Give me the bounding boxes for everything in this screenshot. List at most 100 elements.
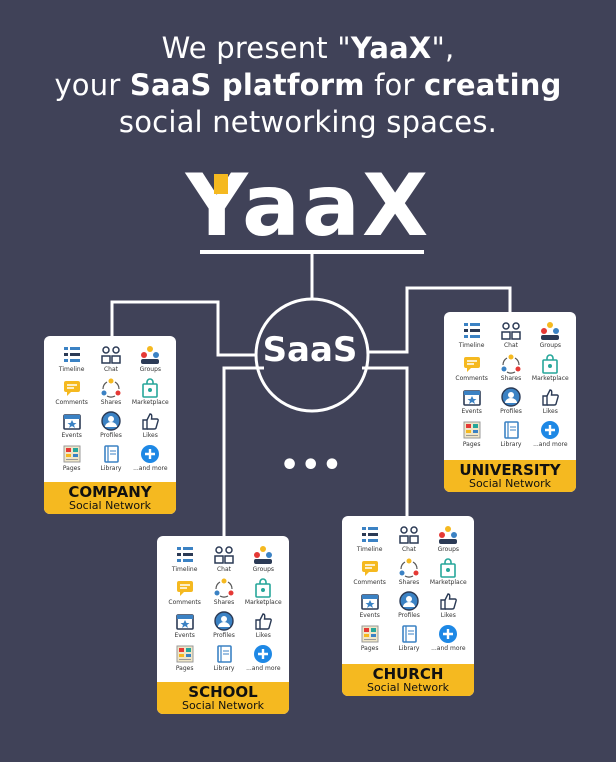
- headline-line-2: your SaaS platform for creating: [54, 68, 562, 102]
- feature-label: Marketplace: [244, 599, 282, 606]
- feature-label: Groups: [252, 566, 275, 573]
- plus-icon: [439, 625, 458, 643]
- feature-groups: Groups: [429, 524, 468, 554]
- feature-plus: ...and more: [131, 443, 170, 473]
- library-icon: [104, 445, 119, 463]
- marketplace-icon: [142, 378, 159, 398]
- profiles-icon: [501, 387, 521, 407]
- events-icon: [462, 390, 481, 406]
- feature-label: Timeline: [171, 566, 198, 573]
- logo-accent-mark: [214, 174, 228, 194]
- more-networks-dots: •••: [280, 448, 344, 483]
- feature-label: Profiles: [213, 632, 235, 639]
- feature-groups: Groups: [131, 344, 170, 374]
- groups-icon: [254, 546, 273, 564]
- feature-comments: Comments: [452, 353, 491, 383]
- feature-label: Library: [100, 465, 122, 472]
- feature-marketplace: Marketplace: [131, 377, 170, 407]
- pages-icon: [176, 645, 194, 663]
- feature-likes: Likes: [244, 610, 283, 640]
- marketplace-icon: [542, 354, 559, 374]
- feature-label: Pages: [360, 645, 379, 652]
- feature-shares: Shares: [91, 377, 130, 407]
- yaax-logo: YaaX: [0, 156, 616, 256]
- feature-plus: ...and more: [429, 623, 468, 653]
- feature-label: Shares: [213, 599, 235, 606]
- library-icon: [402, 625, 417, 643]
- feature-pages: Pages: [452, 419, 491, 449]
- feature-label: Shares: [100, 399, 122, 406]
- feature-marketplace: Marketplace: [429, 557, 468, 587]
- timeline-icon: [176, 547, 193, 562]
- feature-label: Comments: [168, 599, 201, 606]
- feature-label: ...and more: [133, 465, 168, 472]
- feature-likes: Likes: [429, 590, 468, 620]
- feature-label: Library: [500, 441, 522, 448]
- chat-icon: [399, 526, 419, 544]
- feature-events: Events: [452, 386, 491, 416]
- feature-label: Timeline: [58, 366, 85, 373]
- feature-shares: Shares: [389, 557, 428, 587]
- profiles-icon: [214, 611, 234, 631]
- comments-icon: [63, 381, 80, 396]
- feature-label: Pages: [175, 665, 194, 672]
- feature-pages: Pages: [52, 443, 91, 473]
- feature-label: Library: [398, 645, 420, 652]
- pages-icon: [463, 421, 481, 439]
- headline-line-1: We present "YaaX",: [161, 31, 455, 65]
- feature-label: Comments: [455, 375, 488, 382]
- feature-label: Marketplace: [131, 399, 169, 406]
- chat-icon: [214, 546, 234, 564]
- feature-label: Likes: [142, 432, 158, 439]
- feature-chat: Chat: [91, 344, 130, 374]
- shares-icon: [214, 578, 234, 598]
- feature-label: Chat: [216, 566, 231, 573]
- feature-library: Library: [491, 419, 530, 449]
- timeline-icon: [361, 527, 378, 542]
- groups-icon: [439, 526, 458, 544]
- feature-label: Profiles: [100, 432, 122, 439]
- network-title: UNIVERSITY: [459, 461, 561, 479]
- feature-library: Library: [91, 443, 130, 473]
- feature-label: Likes: [440, 612, 456, 619]
- saas-hub-label: SaaS: [262, 330, 358, 370]
- feature-groups: Groups: [531, 320, 570, 350]
- events-icon: [175, 614, 194, 630]
- chat-icon: [101, 346, 121, 364]
- feature-pages: Pages: [165, 643, 204, 673]
- feature-shares: Shares: [204, 577, 243, 607]
- feature-label: Likes: [542, 408, 558, 415]
- feature-plus: ...and more: [244, 643, 283, 673]
- feature-events: Events: [350, 590, 389, 620]
- profiles-icon: [101, 411, 121, 431]
- groups-icon: [141, 346, 160, 364]
- feature-timeline: Timeline: [350, 524, 389, 554]
- feature-library: Library: [204, 643, 243, 673]
- feature-label: Timeline: [458, 342, 485, 349]
- events-icon: [360, 594, 379, 610]
- feature-label: Chat: [103, 366, 118, 373]
- feature-profiles: Profiles: [91, 410, 130, 440]
- feature-groups: Groups: [244, 544, 283, 574]
- feature-label: Events: [359, 612, 380, 619]
- plus-icon: [254, 645, 273, 663]
- feature-chat: Chat: [204, 544, 243, 574]
- feature-timeline: Timeline: [165, 544, 204, 574]
- feature-label: Events: [461, 408, 482, 415]
- headline: We present "YaaX", your SaaS platform fo…: [0, 30, 616, 141]
- feature-comments: Comments: [350, 557, 389, 587]
- network-title: COMPANY: [68, 483, 152, 501]
- pages-icon: [63, 445, 81, 463]
- feature-timeline: Timeline: [52, 344, 91, 374]
- likes-icon: [542, 389, 560, 406]
- feature-likes: Likes: [131, 410, 170, 440]
- feature-label: Groups: [437, 546, 460, 553]
- timeline-icon: [463, 323, 480, 338]
